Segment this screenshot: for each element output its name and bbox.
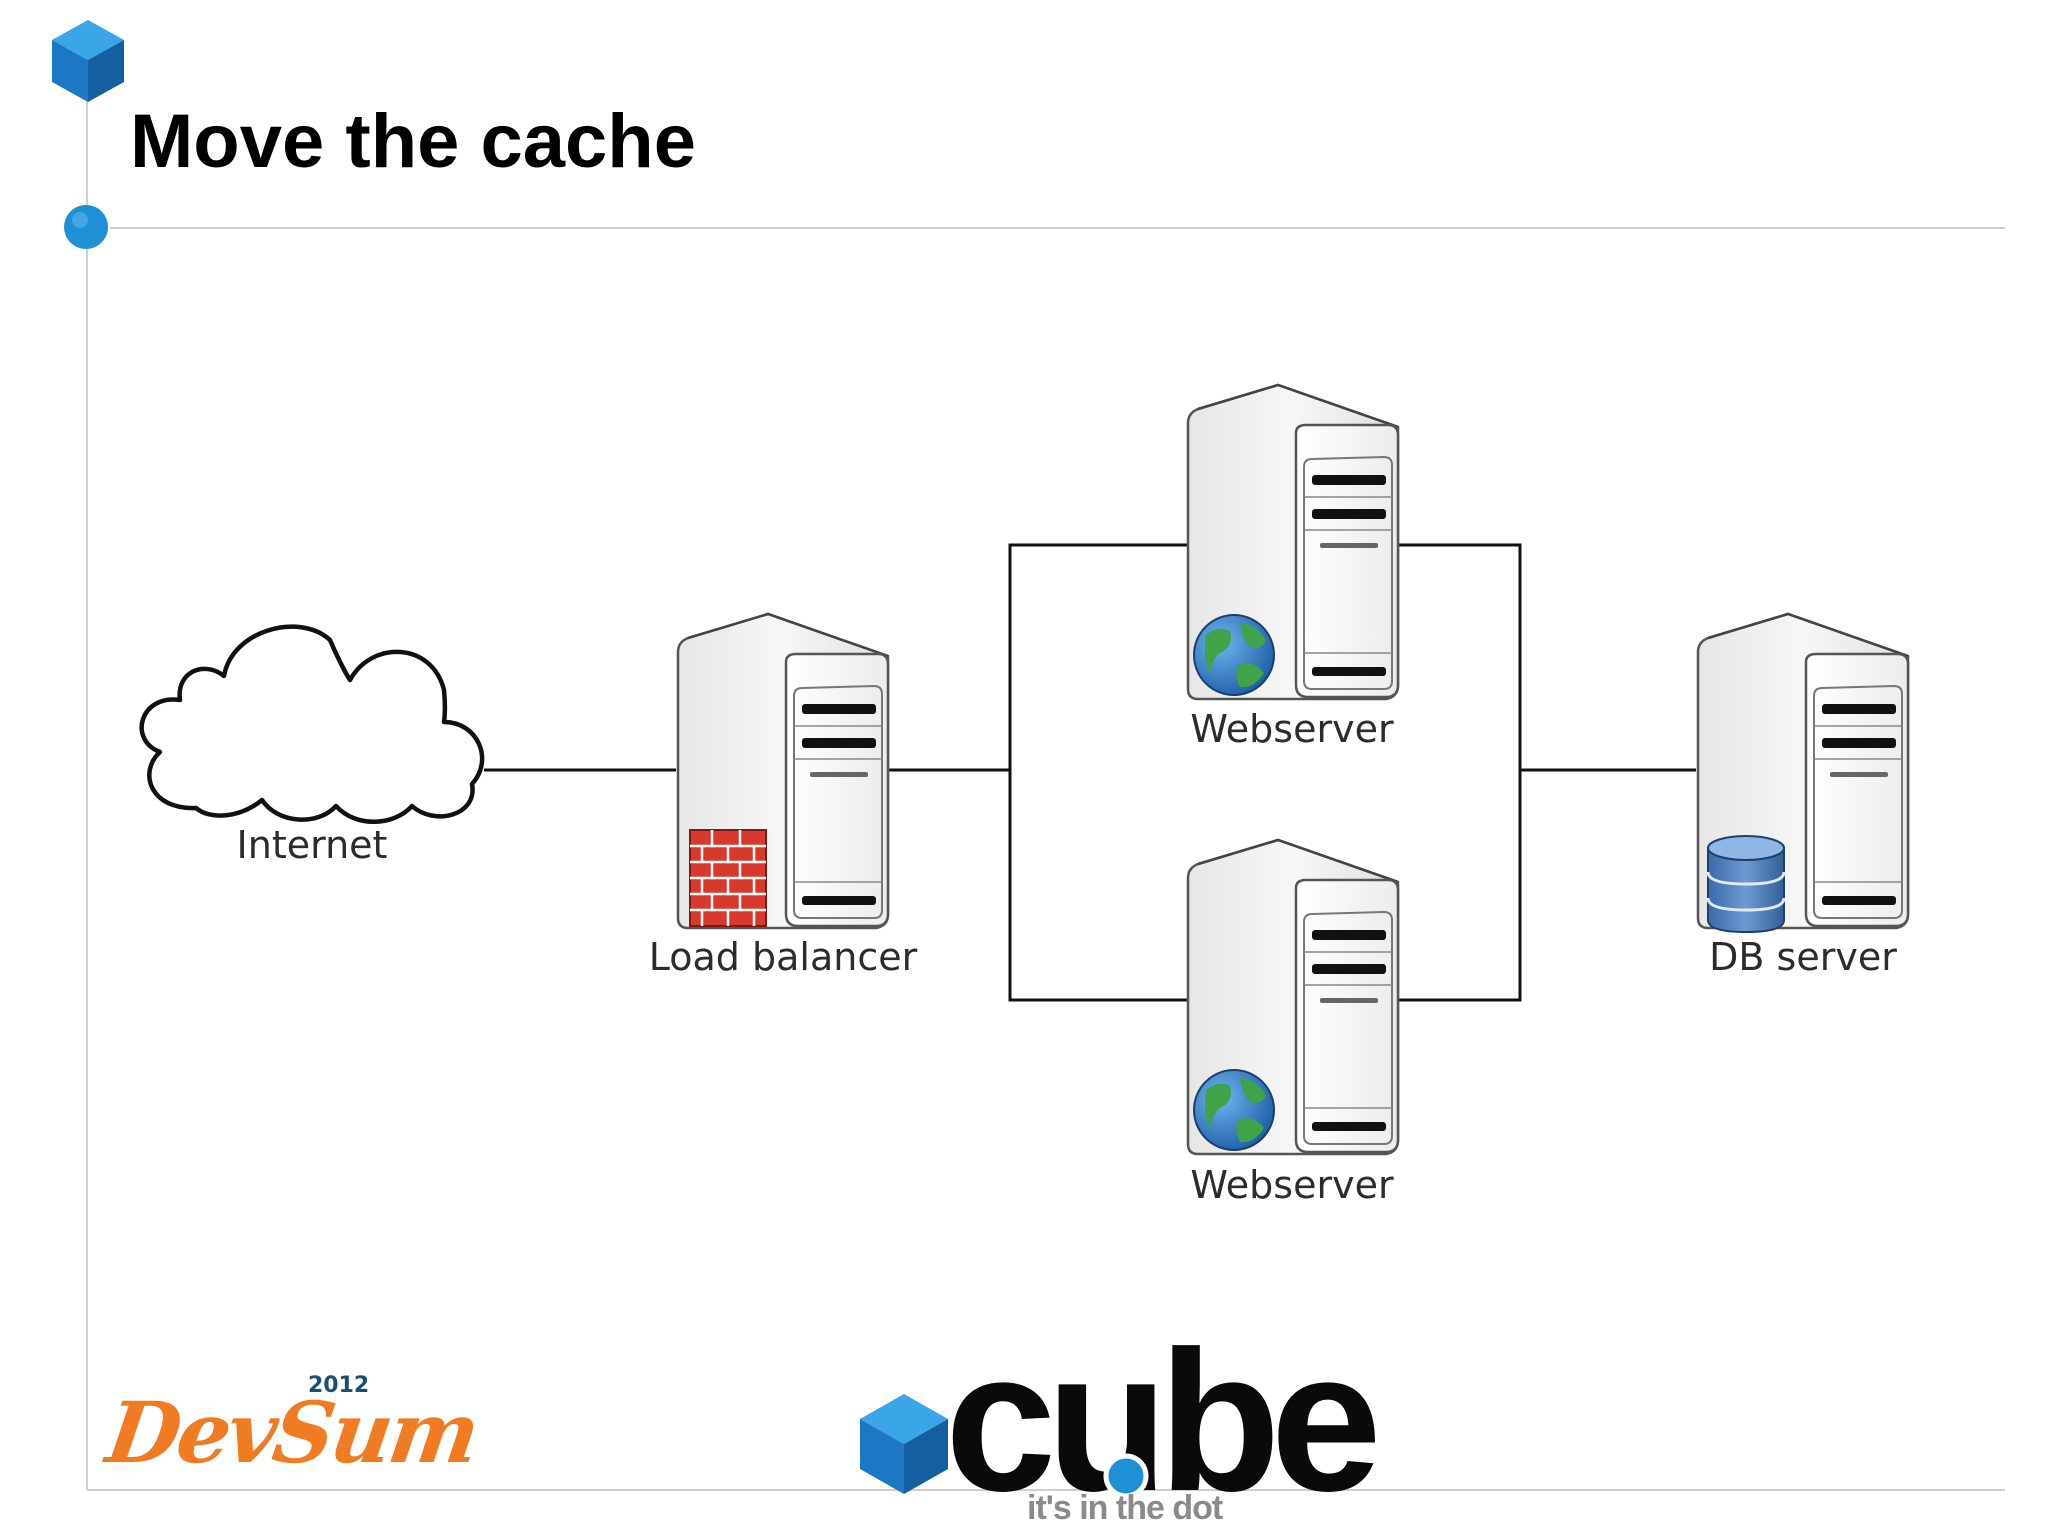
internet-cloud-icon <box>139 624 485 824</box>
cube-wordmark: cube <box>945 1310 1382 1533</box>
webserver-top-label: Webserver <box>1190 707 1394 751</box>
load-balancer-server-icon <box>676 612 890 930</box>
webserver-top-server-icon <box>1186 383 1400 701</box>
edge-webservers-db-hub <box>1398 543 1522 1002</box>
webserver-bottom-server-icon <box>1186 838 1400 1156</box>
database-icon <box>1706 835 1786 934</box>
devsum-year: 2012 <box>308 1373 370 1398</box>
cube-dot-icon <box>1103 1453 1149 1499</box>
corner-cube-icon <box>52 20 124 102</box>
globe-icon <box>1193 1069 1275 1151</box>
cube-tagline: it's in the dot <box>1027 1489 1223 1527</box>
load-balancer-label: Load balancer <box>648 935 918 979</box>
cube-logo-icon <box>860 1394 948 1494</box>
db-server-icon <box>1696 612 1910 934</box>
db-server-label: DB server <box>1709 935 1897 979</box>
globe-icon <box>1193 614 1275 696</box>
firewall-icon <box>689 829 767 927</box>
connection-lines <box>484 543 1696 1002</box>
webserver-bottom-label: Webserver <box>1190 1163 1394 1207</box>
edge-hub-webservers <box>1008 543 1187 1002</box>
internet-label: Internet <box>236 823 388 867</box>
devsum-logo: 2012 DevSum <box>101 1355 483 1485</box>
slide-title: Move the cache <box>130 99 696 184</box>
